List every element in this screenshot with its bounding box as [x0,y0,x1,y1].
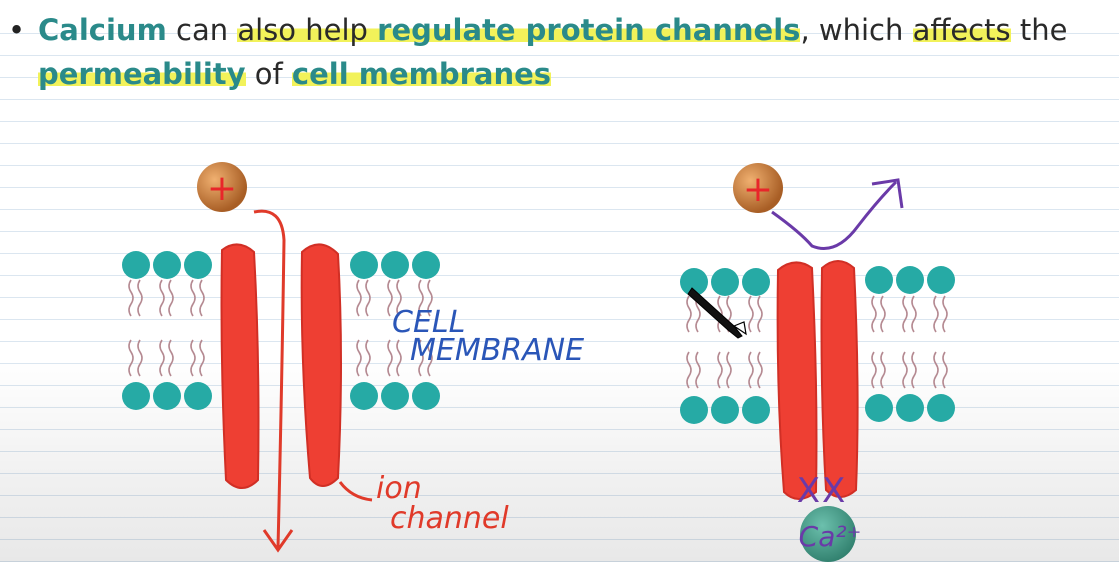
label-ion-channel-line1: ion [376,471,422,506]
lipid-head [412,382,440,410]
closed-channel-protein-right [820,260,859,498]
lipid-head [184,382,212,410]
right-lipid-group-b [865,266,955,422]
text-segment-affects: affects [912,13,1011,47]
lipid-head [350,251,378,279]
lipid-head [184,251,212,279]
deflected-ion-arrow [771,180,898,250]
lipid-head [896,266,924,294]
text-segment: , which [800,13,913,47]
lipid-head [742,396,770,424]
lipid-head [381,251,409,279]
lipid-head [153,382,181,410]
left-lipid-group-b [350,251,440,410]
lipid-head [711,396,739,424]
bullet-dot: • [8,13,26,47]
positive-sign-right: + [743,169,773,210]
ion-flow-arrowhead [262,529,294,553]
ion-channel-pointer [338,481,373,502]
lipid-head [896,394,924,422]
lipid-head [153,251,181,279]
lipid-head [680,268,708,296]
text-segment-highlighted: also help [237,13,378,47]
label-ion-channel-line2: channel [390,501,509,536]
blocked-mark: XX [797,471,848,511]
positive-ion-left [197,162,247,212]
lipid-head [381,382,409,410]
lipid-head [680,396,708,424]
keyword-regulate-protein-channels: regulate protein channels [377,13,801,47]
label-cell-membrane-line2: MEMBRANE [410,333,584,368]
lipid-head [865,394,893,422]
lipid-head [865,266,893,294]
bullet-line-2: permeability of cell membranes [8,52,1108,96]
bullet-line-1: • Calcium can also help regulate protein … [8,8,1108,52]
ion-channel-protein-right [300,243,342,487]
bullet-text: • Calcium can also help regulate protein … [8,8,1108,96]
lipid-head [711,268,739,296]
deflected-ion-arrowhead [871,178,904,209]
closed-channel-protein-left [776,261,818,500]
lipid-head [412,251,440,279]
left-membrane: + [122,162,440,553]
keyword-permeability: permeability [38,57,246,91]
lipid-head [927,266,955,294]
text-segment: of [245,57,292,91]
lipid-head [122,251,150,279]
text-segment: can [166,13,238,47]
lipid-head [122,382,150,410]
pen-cursor-icon [687,287,747,339]
keyword-calcium: Calcium [38,13,167,47]
calcium-ion [800,506,856,562]
lipid-head [927,394,955,422]
left-lipid-group-a [122,251,212,410]
ion-flow-arrow [253,209,286,549]
text-segment: the [1010,13,1068,47]
ion-channel-protein-left [220,243,260,489]
keyword-cell-membranes: cell membranes [291,57,552,91]
label-cell-membrane-line1: CELL [392,305,465,340]
right-membrane: + Ca²⁺ XX [680,163,955,562]
lipid-head [350,382,378,410]
right-lipid-group-a [680,268,770,424]
lipid-head [742,268,770,296]
calcium-ion-label: Ca²⁺ [799,520,862,553]
positive-sign: + [207,168,237,209]
positive-ion-right [733,163,783,213]
